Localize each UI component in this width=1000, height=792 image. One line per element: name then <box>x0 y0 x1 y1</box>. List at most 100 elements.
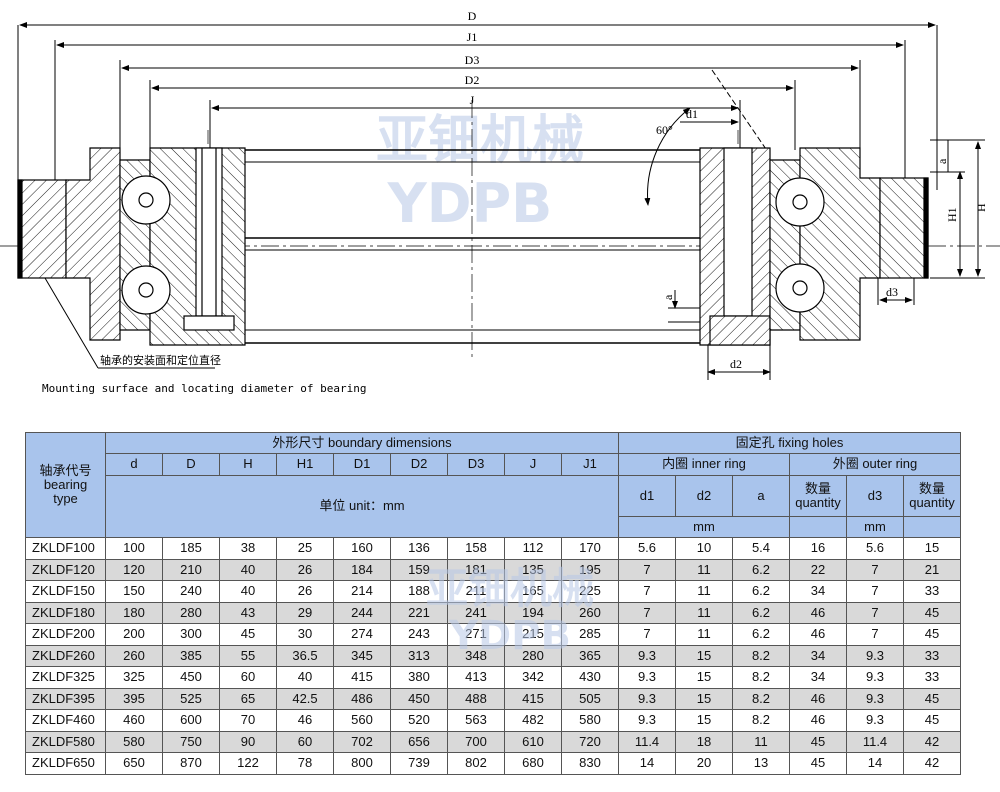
header-inner-mm: mm <box>618 515 790 538</box>
table-cell: 70 <box>219 709 277 732</box>
table-cell: 313 <box>390 644 448 667</box>
table-cell: 11 <box>732 730 790 753</box>
cell-bearing-type: ZKLDF200 <box>25 623 106 646</box>
table-cell: 90 <box>219 730 277 753</box>
table-cell: 9.3 <box>618 709 676 732</box>
table-cell: 33 <box>903 580 961 603</box>
header-boundary-dimensions: 外形尺寸 boundary dimensions <box>105 432 619 454</box>
table-cell: 170 <box>561 537 619 560</box>
table-cell: 225 <box>561 580 619 603</box>
header-outer-quantity-2: 数量 quantity <box>903 474 961 517</box>
table-cell: 241 <box>447 601 505 624</box>
table-cell: 348 <box>447 644 505 667</box>
cell-bearing-type: ZKLDF650 <box>25 752 106 775</box>
table-cell: 188 <box>390 580 448 603</box>
table-cell: 40 <box>219 558 277 581</box>
table-cell: 60 <box>219 666 277 689</box>
table-body: 轴承代号 bearing type 外形尺寸 boundary dimensio… <box>25 432 961 775</box>
table-cell: 15 <box>675 644 733 667</box>
header-D: D <box>162 453 220 476</box>
table-cell: 9.3 <box>618 666 676 689</box>
table-cell: 34 <box>789 666 847 689</box>
table-cell: 40 <box>219 580 277 603</box>
table-cell: 610 <box>504 730 562 753</box>
table-cell: 150 <box>105 580 163 603</box>
label-H1: H1 <box>945 207 959 222</box>
table-cell: 430 <box>561 666 619 689</box>
table-cell: 120 <box>105 558 163 581</box>
table-cell: 9.3 <box>618 687 676 710</box>
table-cell: 7 <box>618 558 676 581</box>
table-cell: 122 <box>219 752 277 775</box>
cell-bearing-type: ZKLDF325 <box>25 666 106 689</box>
header-H1: H1 <box>276 453 334 476</box>
table-cell: 7 <box>618 580 676 603</box>
header-bearing-type: 轴承代号 bearing type <box>25 432 106 538</box>
header-D2: D2 <box>390 453 448 476</box>
table-cell: 520 <box>390 709 448 732</box>
watermark-cn: 亚钿机械 <box>376 111 584 171</box>
table-cell: 7 <box>846 558 904 581</box>
label-J: J <box>470 93 475 107</box>
table-cell: 30 <box>276 623 334 646</box>
table-cell: 165 <box>504 580 562 603</box>
annotation-cn: 轴承的安装面和定位直径 <box>100 353 221 367</box>
table-cell: 46 <box>789 709 847 732</box>
header-H: H <box>219 453 277 476</box>
table-cell: 8.2 <box>732 644 790 667</box>
table-cell: 870 <box>162 752 220 775</box>
table-cell: 18 <box>675 730 733 753</box>
table-cell: 739 <box>390 752 448 775</box>
header-empty-qty-2 <box>903 515 961 538</box>
table-cell: 15 <box>675 666 733 689</box>
table-cell: 45 <box>903 623 961 646</box>
header-unit: 单位 unit：mm <box>105 474 619 538</box>
table-cell: 194 <box>504 601 562 624</box>
table-cell: 211 <box>447 580 505 603</box>
table-cell: 45 <box>789 730 847 753</box>
cell-bearing-type: ZKLDF120 <box>25 558 106 581</box>
watermark-en: YDPB <box>387 172 553 235</box>
table-cell: 9.3 <box>846 644 904 667</box>
table-cell: 9.3 <box>618 644 676 667</box>
table-cell: 159 <box>390 558 448 581</box>
table-cell: 136 <box>390 537 448 560</box>
table-cell: 46 <box>276 709 334 732</box>
table-cell: 45 <box>903 601 961 624</box>
table-cell: 60 <box>276 730 334 753</box>
table-cell: 488 <box>447 687 505 710</box>
table-cell: 280 <box>162 601 220 624</box>
header-fixing-holes: 固定孔 fixing holes <box>618 432 961 454</box>
table-cell: 55 <box>219 644 277 667</box>
table-cell: 29 <box>276 601 334 624</box>
cell-bearing-type: ZKLDF180 <box>25 601 106 624</box>
annotation-en: Mounting surface and locating diameter o… <box>42 382 367 395</box>
table-cell: 830 <box>561 752 619 775</box>
bearing-spec-table: 轴承代号 bearing type 外形尺寸 boundary dimensio… <box>25 432 961 775</box>
header-J: J <box>504 453 562 476</box>
header-row-1: 轴承代号 bearing type 外形尺寸 boundary dimensio… <box>25 432 961 538</box>
table-cell: 365 <box>561 644 619 667</box>
table-cell: 9.3 <box>846 687 904 710</box>
table-cell: 34 <box>789 580 847 603</box>
table-cell: 33 <box>903 666 961 689</box>
label-d1: d1 <box>686 107 698 121</box>
table-cell: 45 <box>219 623 277 646</box>
table-cell: 8.2 <box>732 709 790 732</box>
table-cell: 21 <box>903 558 961 581</box>
header-empty-qty-1 <box>789 515 847 538</box>
table-cell: 46 <box>789 623 847 646</box>
table-cell: 11.4 <box>846 730 904 753</box>
table-cell: 505 <box>561 687 619 710</box>
table-cell: 460 <box>105 709 163 732</box>
table-cell: 244 <box>333 601 391 624</box>
table-cell: 45 <box>903 687 961 710</box>
table-cell: 7 <box>846 601 904 624</box>
